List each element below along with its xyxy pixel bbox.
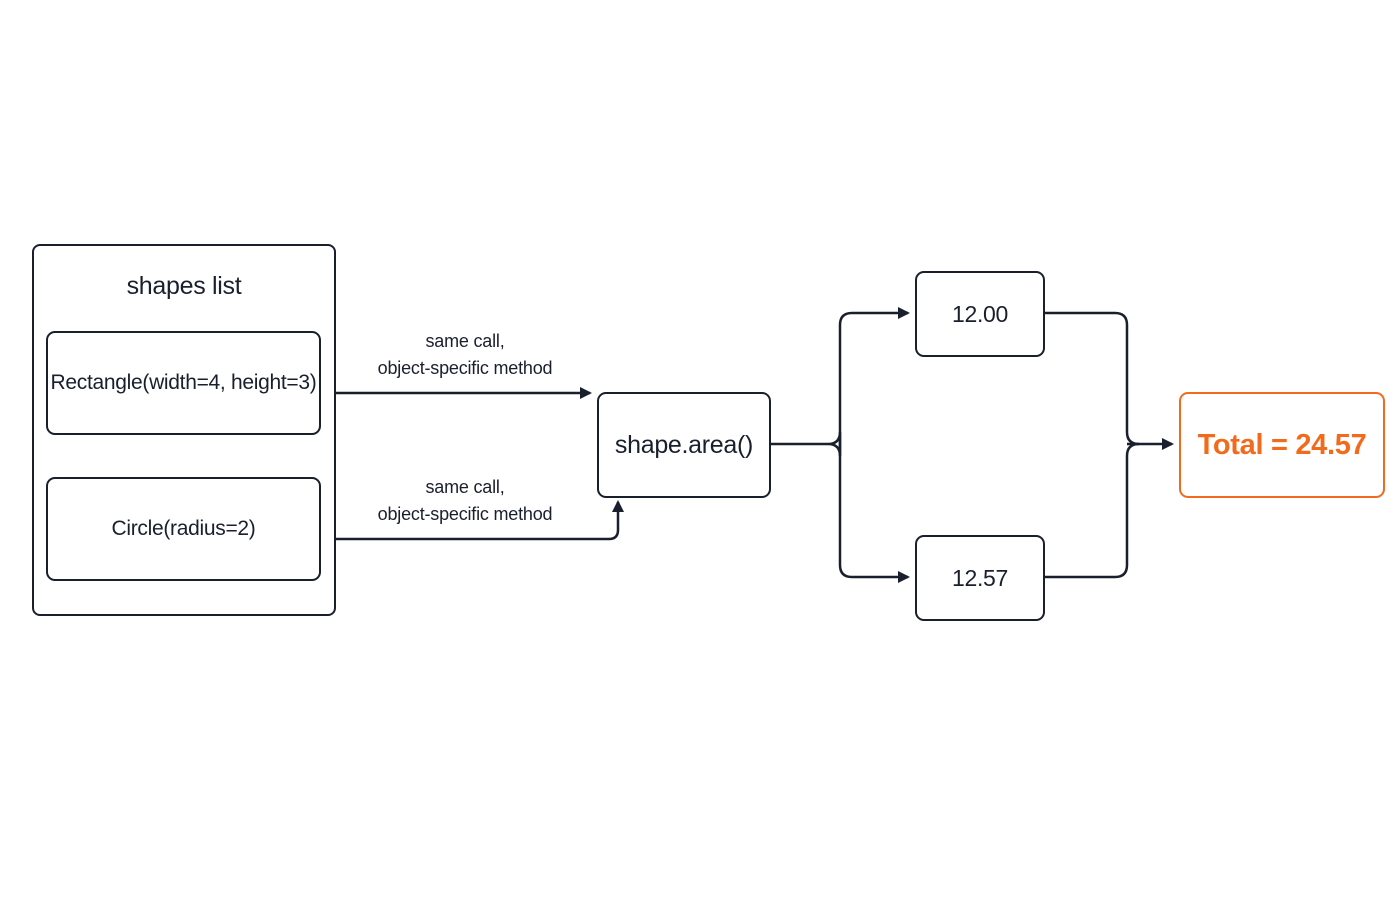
edge-label-rectangle: same call, object-specific method [345,328,585,382]
shapes-list-title: shapes list [126,272,242,300]
edge-label-line: same call, [425,331,505,351]
edge-label-circle: same call, object-specific method [345,474,585,528]
edge-label-line: object-specific method [377,504,553,524]
arrow-branch-to-result-1 [838,307,910,444]
arrow-branch-to-result-2 [838,444,910,583]
total-node: Total = 24.57 [1179,392,1385,498]
circle-area-result: 12.57 [915,535,1045,621]
rectangle-node: Rectangle(width=4, height=3) [46,331,321,435]
edge-result-1-to-merge [1043,311,1140,446]
arrow-circle-to-call [320,500,624,541]
edge-label-line: same call, [425,477,505,497]
area-call-node: shape.area() [597,392,771,498]
rectangle-area-result: 12.00 [915,271,1045,357]
circle-node: Circle(radius=2) [46,477,321,581]
edge-result-2-to-merge [1043,442,1140,579]
edge-label-line: object-specific method [377,358,553,378]
